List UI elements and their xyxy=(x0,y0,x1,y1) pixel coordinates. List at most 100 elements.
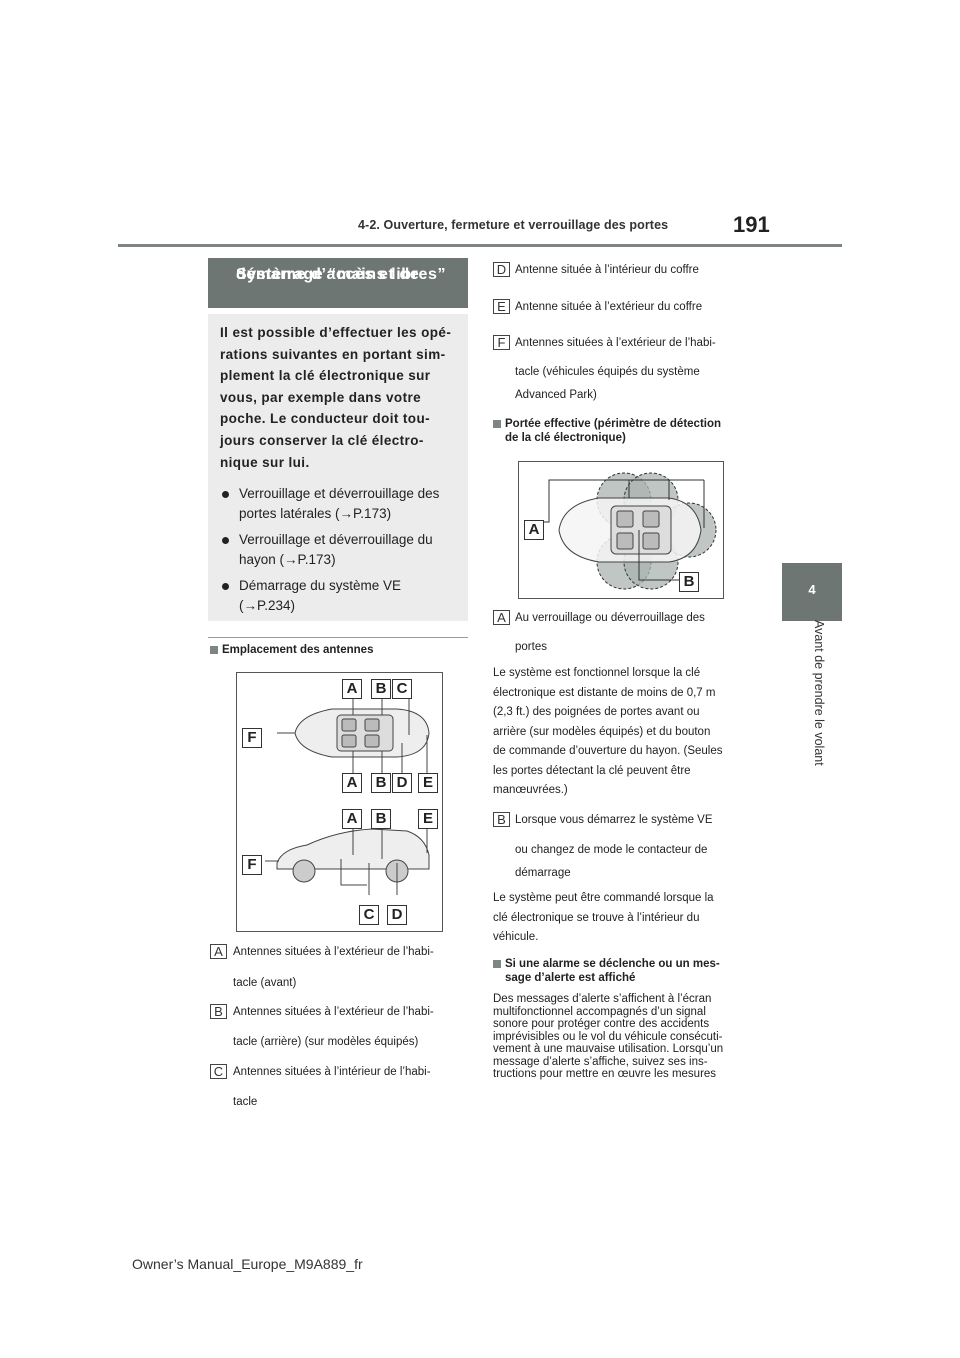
range-heading: Portée effective (périmètre de détection… xyxy=(493,418,758,448)
range-b-description: Le système peut être commandé lorsque la… xyxy=(493,889,763,948)
item-line: ou changez de mode le contacteur de xyxy=(515,844,708,856)
intro-line: jours conserver la clé électro- xyxy=(220,432,424,448)
square-bullet-icon xyxy=(210,646,218,654)
figure-label: A xyxy=(342,809,362,829)
item-line: Antenne située à l’extérieur du coffre xyxy=(515,301,703,313)
tag-label: B xyxy=(493,812,510,827)
square-bullet-icon xyxy=(493,960,501,968)
figure-label: B xyxy=(371,809,391,829)
intro-paragraph: Il est possible d’effectuer les opé- rat… xyxy=(220,322,464,473)
desc-line: arrière (sur modèles équipés) et du bout… xyxy=(493,725,711,738)
desc-line: Le système peut être commandé lorsque la xyxy=(493,892,714,904)
item-line: Au verrouillage ou déverrouillage des xyxy=(515,612,705,624)
item-line: tacle (véhicules équipés du système xyxy=(515,366,700,378)
bullet-line: (→P.234) xyxy=(239,598,296,613)
desc-line: (2,3 ft.) des poignées de portes avant o… xyxy=(493,706,700,718)
section-title: 4-2. Ouverture, fermeture et verrouillag… xyxy=(358,218,669,232)
figure-label: C xyxy=(392,679,412,699)
item-line: démarrage xyxy=(515,867,571,879)
antenna-heading-text: Emplacement des antennes xyxy=(222,644,374,656)
intro-line: plement la clé électronique sur xyxy=(220,368,431,384)
figure-label: E xyxy=(418,809,438,829)
alarm-heading-line: Si une alarme se déclenche ou un mes- xyxy=(505,958,720,970)
chapter-number: 4 xyxy=(808,582,816,597)
alarm-paragraph: Des messages d’alerte s’affichent à l’éc… xyxy=(493,993,763,1081)
bullet-line: Verrouillage et déverrouillage des xyxy=(239,486,440,501)
bullet-line: Démarrage du système VE xyxy=(239,578,402,593)
intro-line: rations suivantes en portant sim- xyxy=(220,346,446,362)
tag-label: C xyxy=(210,1064,227,1079)
tag-label: F xyxy=(493,335,510,350)
bullet-dot-icon xyxy=(222,491,229,498)
intro-line: nique sur lui. xyxy=(220,454,310,470)
figure-label: A xyxy=(524,520,544,540)
bullet-line: Verrouillage et déverrouillage du xyxy=(239,532,433,547)
alarm-line: imprévisibles ou le vol du véhicule cons… xyxy=(493,1030,723,1043)
item-line: Antennes situées à l’intérieur de l’habi… xyxy=(233,1066,431,1078)
alarm-line: message d’alerte s’affiche, suivez ses i… xyxy=(493,1055,708,1068)
chapter-tab xyxy=(782,563,842,621)
figure-label: F xyxy=(242,728,262,748)
intro-title-line1: Système d’accès et de xyxy=(236,266,420,283)
item-line: Advanced Park) xyxy=(515,389,597,401)
item-line: Lorsque vous démarrez le système VE xyxy=(515,814,713,826)
item-line: Antennes situées à l’extérieur de l’habi… xyxy=(233,946,434,958)
figure-label: A xyxy=(342,679,362,699)
intro-bullet: Verrouillage et déverrouillage des portes… xyxy=(222,484,462,524)
alarm-line: Des messages d’alerte s’affichent à l’éc… xyxy=(493,993,712,1005)
desc-line: Le système est fonctionnel lorsque la cl… xyxy=(493,667,701,679)
desc-line: électronique est distante de moins de 0,… xyxy=(493,686,716,699)
desc-line: manœuvrées.) xyxy=(493,784,568,796)
tag-label: E xyxy=(493,299,510,314)
intro-line: poche. Le conducteur doit tou- xyxy=(220,411,430,427)
intro-bullet: Verrouillage et déverrouillage du hayon (… xyxy=(222,530,462,570)
alarm-heading: Si une alarme se déclenche ou un mes-sag… xyxy=(493,958,758,988)
tag-label: B xyxy=(210,1004,227,1019)
desc-line: les portes détectant la clé peuvent être xyxy=(493,764,691,777)
alarm-line: vement à une mauvaise utilisation. Lorsq… xyxy=(493,1043,724,1055)
intro-title-line2: démarrage “mains libres” xyxy=(236,266,447,283)
range-heading-line: de la clé électronique) xyxy=(505,431,626,444)
bullet-dot-icon xyxy=(222,583,229,590)
figure-label: B xyxy=(679,572,699,592)
item-line: portes xyxy=(515,641,547,653)
figure-label: B xyxy=(371,773,391,793)
intro-line: Il est possible d’effectuer les opé- xyxy=(220,325,452,340)
alarm-line: multifonctionnel accompagnés d’un signal xyxy=(493,1005,706,1018)
figure-label: B xyxy=(371,679,391,699)
desc-line: véhicule. xyxy=(493,931,539,943)
figure-label: A xyxy=(342,773,362,793)
alarm-line: sonore pour protéger contre des accident… xyxy=(493,1018,710,1030)
item-line: Antenne située à l’intérieur du coffre xyxy=(515,264,699,276)
item-line: Antennes situées à l’extérieur de l’habi… xyxy=(515,337,716,349)
page-number: 191 xyxy=(733,212,770,237)
footer-doc-id: Owner’s Manual_Europe_M9A889_fr xyxy=(132,1256,363,1272)
intro-line: vous, par exemple dans votre xyxy=(220,389,422,405)
section-divider xyxy=(208,637,468,638)
desc-line: clé électronique se trouve à l’intérieur… xyxy=(493,911,700,924)
antenna-diagram xyxy=(265,699,430,895)
figure-label: E xyxy=(418,773,438,793)
antenna-location-figure: A B C F A B D E A B E F C D xyxy=(236,672,443,932)
desc-line: de commande d’ouverture du hayon. (Seule… xyxy=(493,745,723,757)
figure-label: C xyxy=(359,905,379,925)
tag-label: A xyxy=(493,610,510,625)
alarm-line: tructions pour mettre en œuvre les mesur… xyxy=(493,1068,717,1080)
range-a-description: Le système est fonctionnel lorsque la cl… xyxy=(493,664,763,801)
detection-range-figure: A B xyxy=(518,461,724,599)
intro-bullet: Démarrage du système VE (→P.234) xyxy=(222,576,462,616)
figure-label: D xyxy=(387,905,407,925)
intro-box-body xyxy=(208,314,468,621)
bullet-line: portes latérales (→P.173) xyxy=(239,506,392,521)
range-diagram xyxy=(541,472,717,590)
figure-label: D xyxy=(392,773,412,793)
tag-label: A xyxy=(210,944,227,959)
alarm-heading-line: sage d’alerte est affiché xyxy=(505,971,636,984)
range-heading-line: Portée effective (périmètre de détection xyxy=(505,418,722,430)
square-bullet-icon xyxy=(493,420,501,428)
header-rule xyxy=(118,244,842,247)
chapter-label: Avant de prendre le volant xyxy=(812,620,830,820)
chapter-label-text: Avant de prendre le volant xyxy=(812,620,826,766)
figure-label: F xyxy=(242,855,262,875)
bullet-line: hayon (→P.173) xyxy=(239,552,336,567)
